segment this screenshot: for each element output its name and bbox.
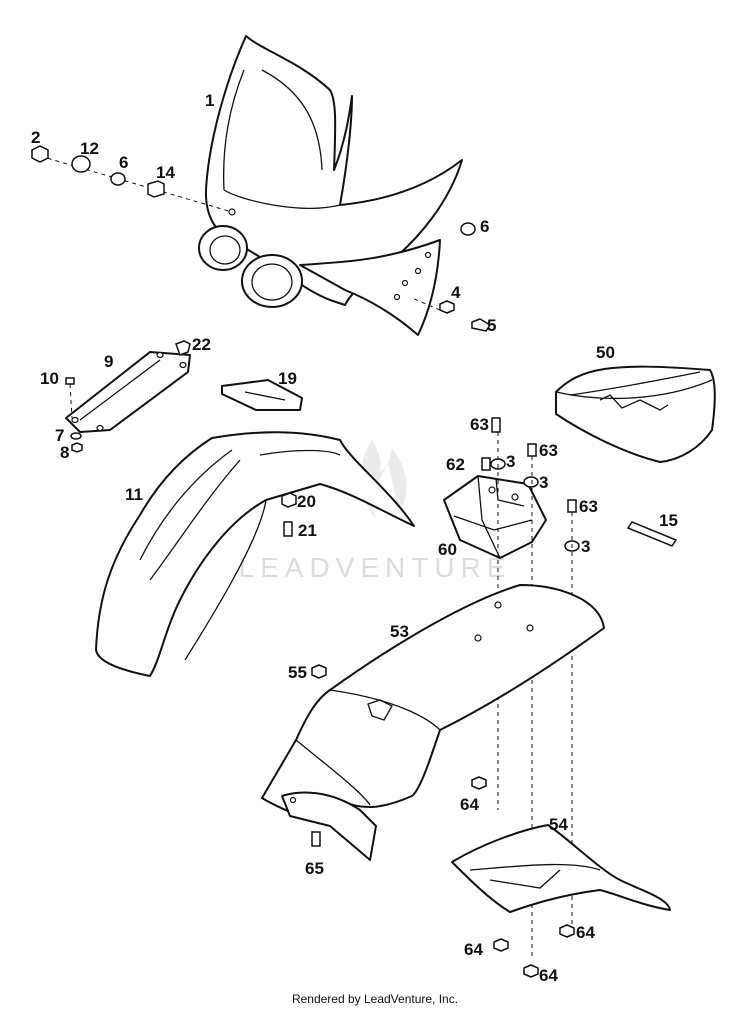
box-50 [555, 365, 716, 463]
nut-20 [281, 492, 297, 508]
callout-65: 65 [305, 859, 324, 878]
washer-3b [523, 476, 539, 488]
screw-5 [471, 318, 492, 332]
callout-3a: 3 [506, 452, 515, 471]
callout-14: 14 [156, 163, 175, 182]
nut-64a [471, 776, 487, 790]
callout-9: 9 [104, 352, 113, 371]
headlight-mask [198, 35, 463, 336]
callout-1: 1 [205, 91, 214, 110]
spacer-14 [147, 180, 165, 198]
callout-64b: 64 [464, 940, 483, 959]
callout-64d: 64 [539, 966, 558, 985]
screw-65 [311, 831, 321, 847]
callout-6a: 6 [119, 153, 128, 172]
screw-22 [175, 340, 191, 356]
callout-7: 7 [55, 426, 64, 445]
callout-2: 2 [31, 128, 40, 147]
washer-6b [460, 222, 476, 236]
callout-8: 8 [60, 443, 69, 462]
number-plate-bracket-60 [443, 475, 547, 559]
callout-20: 20 [297, 492, 316, 511]
callout-53: 53 [390, 622, 409, 641]
washer-7 [70, 432, 82, 440]
callout-55: 55 [288, 663, 307, 682]
callout-5: 5 [487, 316, 496, 335]
screw-63b [527, 443, 537, 457]
callout-3b: 3 [539, 473, 548, 492]
footer-credit: Rendered by LeadVenture, Inc. [292, 992, 458, 1006]
callout-64a: 64 [460, 795, 479, 814]
grommet-12 [71, 155, 91, 173]
watermark-text: LEADVENTURE [239, 552, 512, 583]
callout-50: 50 [596, 343, 615, 362]
screw-10 [65, 377, 75, 385]
nut-64c [559, 924, 575, 938]
mud-flap-54 [451, 824, 671, 913]
plate-19 [221, 379, 303, 411]
callout-19: 19 [278, 369, 297, 388]
callout-10: 10 [40, 369, 59, 388]
callout-3c: 3 [581, 537, 590, 556]
pin-15 [626, 521, 678, 547]
bracket-9 [65, 351, 191, 433]
callout-63b: 63 [539, 441, 558, 460]
screw-63c [567, 499, 577, 513]
callout-62: 62 [446, 455, 465, 474]
callout-54: 54 [549, 815, 568, 834]
callout-15: 15 [659, 511, 678, 530]
callout-63a: 63 [470, 415, 489, 434]
washer-6a [110, 172, 126, 186]
screw-21 [283, 521, 293, 537]
screw-2 [31, 145, 49, 163]
callout-60: 60 [438, 540, 457, 559]
screw-63a [491, 417, 501, 433]
callout-64c: 64 [576, 923, 595, 942]
callout-21: 21 [298, 521, 317, 540]
screw-62 [481, 457, 491, 471]
nut-64b [493, 938, 509, 952]
nut-64d [523, 964, 539, 978]
callout-12: 12 [80, 139, 99, 158]
callout-6b: 6 [480, 217, 489, 236]
nut-55 [311, 664, 327, 679]
callout-22: 22 [192, 335, 211, 354]
nut-4 [439, 300, 455, 314]
callout-11: 11 [125, 485, 143, 504]
nut-8 [71, 442, 83, 453]
callout-63c: 63 [579, 497, 598, 516]
rear-fender-53 [261, 584, 605, 861]
callout-4: 4 [451, 283, 461, 302]
front-fender-11 [95, 431, 415, 677]
